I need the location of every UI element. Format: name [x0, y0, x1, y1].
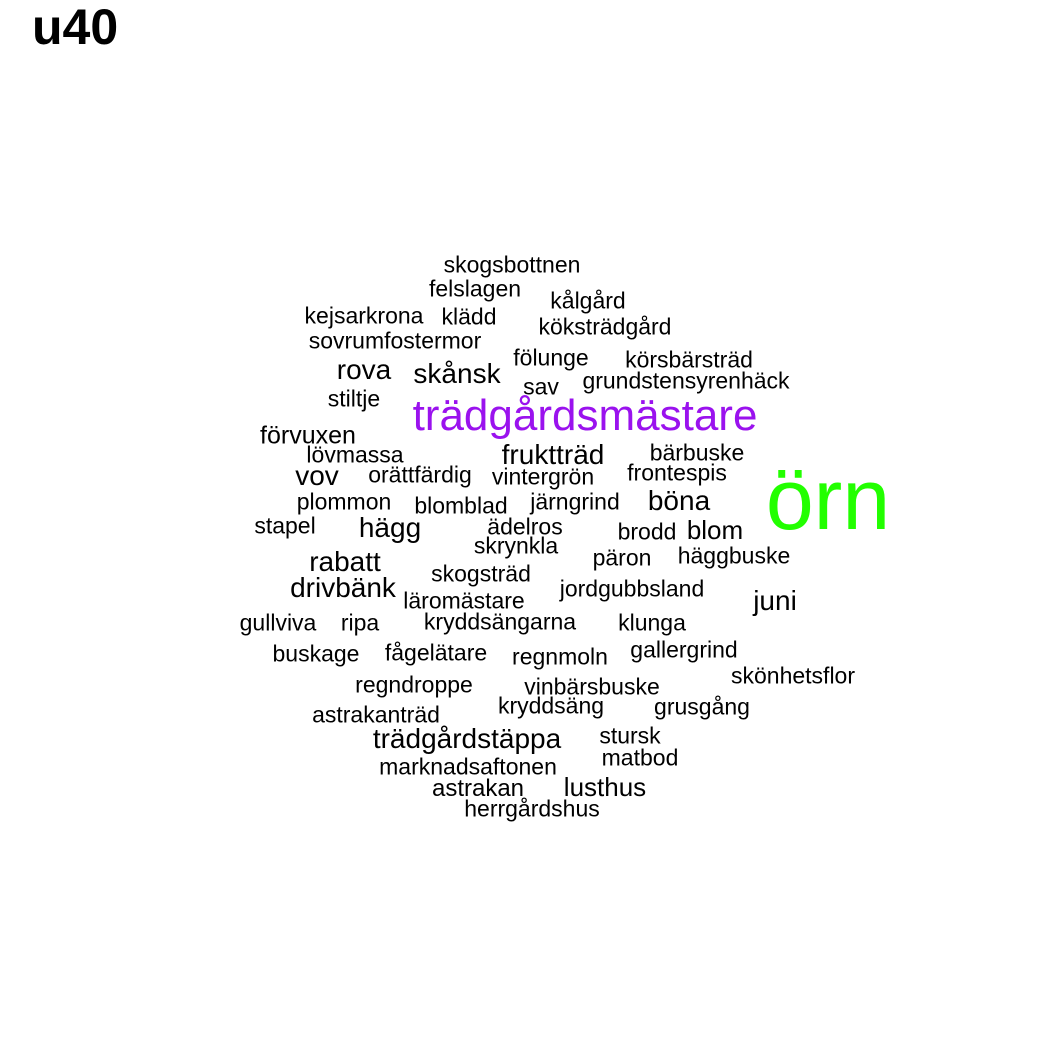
- cloud-word-barbuske: bärbuske: [649, 439, 745, 466]
- cloud-word-skansk: skånsk: [413, 358, 501, 389]
- cloud-word-tradgardsmastare: trädgårdsmästare: [412, 391, 758, 440]
- cloud-word-tradgardstappa: trädgårdstäppa: [372, 723, 562, 754]
- cloud-word-orn: örn: [765, 452, 891, 548]
- cloud-word-felslagen: felslagen: [428, 275, 522, 302]
- cloud-word-stursk: stursk: [599, 722, 661, 749]
- cloud-word-orattfardig: orättfärdig: [368, 461, 472, 488]
- cloud-word-bona: böna: [647, 485, 711, 516]
- cloud-word-frukttrad: fruktträd: [501, 439, 605, 470]
- cloud-word-kryddsang: kryddsäng: [497, 692, 605, 719]
- cloud-word-lusthus: lusthus: [563, 772, 647, 802]
- cloud-word-laromastare: läromästare: [403, 587, 525, 614]
- cloud-word-kladd: klädd: [441, 303, 497, 330]
- cloud-word-blomblad: blomblad: [414, 492, 508, 519]
- cloud-word-astrakantrad: astrakanträd: [312, 701, 440, 728]
- cloud-word-hagg: hägg: [358, 512, 422, 543]
- cloud-word-haggbuske: häggbuske: [677, 542, 791, 569]
- cloud-word-drivbank: drivbänk: [290, 572, 396, 603]
- cloud-word-marknadsaftonen: marknadsaftonen: [379, 753, 557, 780]
- cloud-word-skrynkla: skrynkla: [473, 532, 559, 559]
- cloud-word-plommon: plommon: [296, 488, 392, 515]
- cloud-word-stapel: stapel: [254, 512, 316, 539]
- cloud-word-vinbarsbuske: vinbärsbuske: [524, 673, 660, 700]
- cloud-word-regnmoln: regnmoln: [512, 643, 608, 670]
- cloud-word-folunge: fölunge: [513, 344, 589, 371]
- cloud-word-vov: vov: [295, 460, 339, 491]
- cloud-word-sovrumfostermor: sovrumfostermor: [308, 327, 482, 354]
- cloud-word-frontespis: frontespis: [627, 459, 727, 486]
- cloud-word-astrakan: astrakan: [431, 775, 525, 802]
- cloud-word-blom: blom: [686, 515, 744, 545]
- page-title: u40: [32, 0, 119, 55]
- cloud-word-jarngrind: järngrind: [530, 488, 620, 515]
- cloud-word-sav: sav: [523, 373, 559, 400]
- cloud-word-kalgard: kålgård: [550, 287, 626, 314]
- cloud-word-ripa: ripa: [340, 609, 380, 636]
- cloud-word-korsbarstrad: körsbärsträd: [625, 346, 753, 373]
- cloud-word-skogstrad: skogsträd: [431, 560, 531, 587]
- cloud-word-kryddsangarna: kryddsängarna: [423, 608, 577, 635]
- cloud-word-gallergrind: gallergrind: [630, 636, 738, 663]
- cloud-word-jordgubbsland: jordgubbsland: [559, 575, 705, 602]
- cloud-word-kejsarkrona: kejsarkrona: [304, 302, 424, 329]
- cloud-word-forvuxen: förvuxen: [260, 421, 356, 450]
- cloud-word-juni: juni: [753, 585, 797, 616]
- cloud-word-matbod: matbod: [601, 744, 679, 771]
- cloud-word-brodd: brodd: [617, 518, 677, 545]
- cloud-word-fagelatare: fågelätare: [384, 639, 488, 666]
- cloud-word-klunga: klunga: [618, 609, 686, 636]
- cloud-word-herrgardshus: herrgårdshus: [464, 795, 600, 822]
- cloud-word-stiltje: stiltje: [327, 385, 381, 412]
- cloud-word-grusgang: grusgång: [654, 693, 750, 720]
- cloud-word-rova: rova: [336, 354, 392, 385]
- cloud-word-regndroppe: regndroppe: [355, 671, 473, 698]
- cloud-word-vintergron: vintergrön: [491, 463, 595, 490]
- cloud-word-paron: päron: [592, 544, 652, 571]
- cloud-word-grundstensyrenhack: grundstensyrenhäck: [582, 367, 790, 394]
- cloud-word-skonhetsflor: skönhetsflor: [730, 662, 856, 689]
- cloud-word-adelros: ädelros: [487, 513, 563, 540]
- cloud-word-kokstradgard: köksträdgård: [538, 313, 672, 340]
- cloud-word-gullviva: gullviva: [239, 609, 317, 636]
- cloud-word-lovmassa: lövmassa: [306, 441, 404, 468]
- cloud-word-skogsbottnen: skogsbottnen: [443, 251, 581, 278]
- cloud-word-buskage: buskage: [272, 640, 360, 667]
- cloud-word-rabatt: rabatt: [309, 546, 381, 577]
